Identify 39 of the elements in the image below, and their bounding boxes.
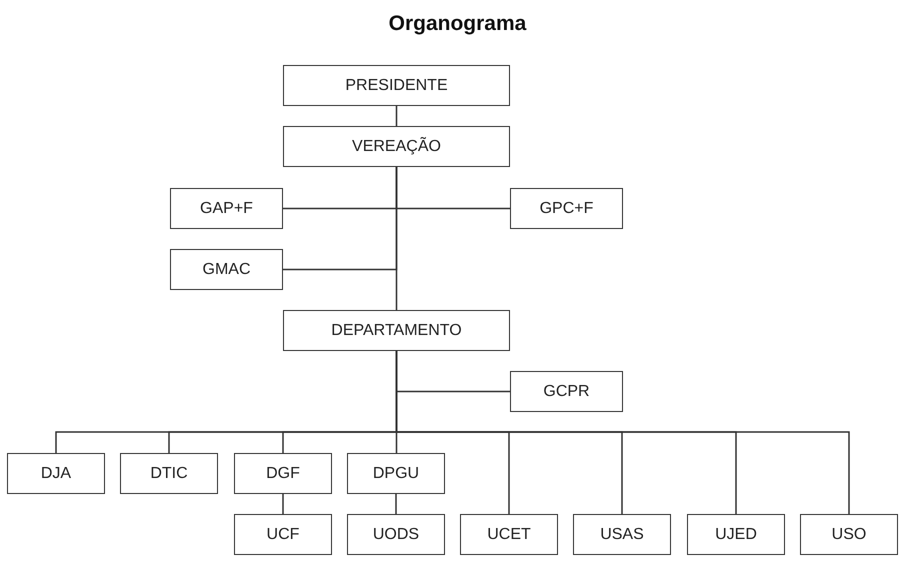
- box-label: VEREAÇÃO: [352, 138, 441, 156]
- org-box: [573, 514, 671, 555]
- org-box: [510, 371, 623, 412]
- org-box: [283, 310, 510, 351]
- org-box: [800, 514, 898, 555]
- box-label: GPC+F: [540, 200, 594, 218]
- box-label: DPGU: [372, 464, 420, 482]
- org-box: [687, 514, 785, 555]
- box-label: DGF: [266, 464, 300, 482]
- org-box: [120, 453, 218, 494]
- connector-line: [395, 494, 397, 514]
- box-label: GCPR: [543, 382, 590, 400]
- box-label: PRESIDENTE: [345, 76, 448, 94]
- box-label: DJA: [40, 464, 72, 482]
- org-box: [283, 126, 510, 167]
- box-label: GMAC: [202, 260, 250, 278]
- box-label: UJED: [715, 526, 757, 544]
- box-label: USO: [832, 526, 866, 544]
- box-label: USAS: [600, 526, 644, 544]
- org-box: [510, 188, 623, 229]
- box-label: UCF: [266, 526, 300, 544]
- org-box: [7, 453, 105, 494]
- box-label: UODS: [372, 526, 420, 544]
- box-label: UCET: [487, 526, 531, 544]
- org-box: [347, 514, 445, 555]
- box-label: GAP+F: [200, 200, 253, 218]
- org-box: [283, 65, 510, 106]
- connector-line: [396, 167, 398, 310]
- org-box: [460, 514, 558, 555]
- diagram-title: Organograma: [388, 12, 526, 35]
- box-label: DTIC: [150, 464, 188, 482]
- connector-line: [282, 494, 284, 514]
- org-box: [234, 514, 332, 555]
- org-box: [234, 453, 332, 494]
- org-box: [347, 453, 445, 494]
- org-box: [170, 249, 283, 290]
- org-box: [170, 188, 283, 229]
- box-label: DEPARTAMENTO: [331, 322, 462, 340]
- connector-line: [396, 106, 398, 126]
